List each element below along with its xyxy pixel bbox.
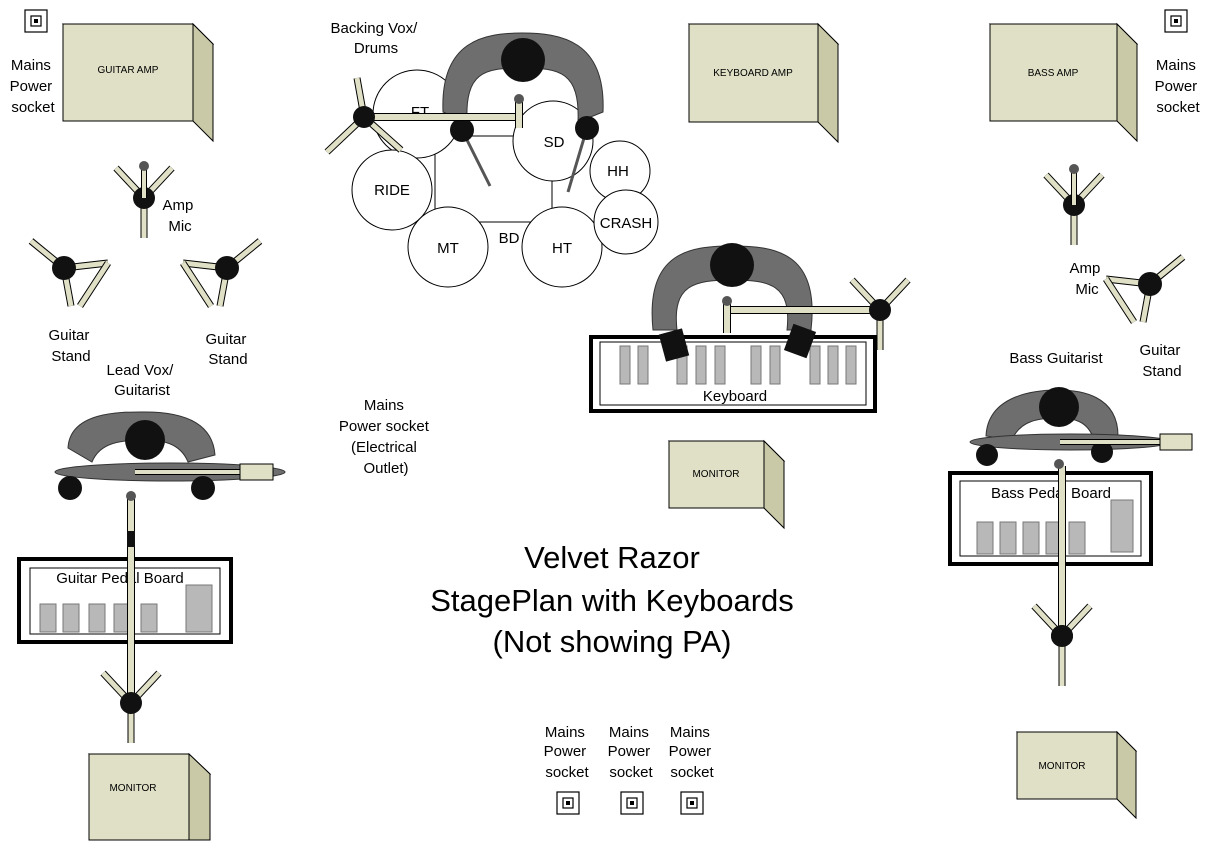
bass-amp: BASS AMP [988, 22, 1139, 143]
keyboard: Keyboard [589, 335, 877, 413]
guitar-stand-left [31, 241, 108, 306]
power-socket-top-right [1164, 9, 1188, 33]
svg-text:BD: BD [499, 230, 520, 247]
svg-text:GUITAR AMP: GUITAR AMP [98, 65, 159, 76]
svg-text:(Not showing PA): (Not showing PA) [493, 624, 732, 659]
bass-amp-mic-label: Amp Mic [1069, 260, 1104, 298]
power-socket-bottom-3 [680, 791, 704, 815]
backing-vox-label: Backing Vox/ Drums [331, 20, 422, 57]
svg-text:Velvet Razor: Velvet Razor [524, 540, 700, 575]
svg-text:CRASH: CRASH [600, 215, 653, 232]
svg-text:Mains Power socket: Mains Power socket [544, 724, 591, 781]
svg-text:Guitar Pedal Board: Guitar Pedal Board [56, 570, 184, 587]
bass-guitarist-figure [969, 387, 1193, 466]
svg-text:Mains Power socket: Mains Power socket [608, 724, 655, 781]
svg-text:MONITOR: MONITOR [1038, 761, 1085, 772]
guitar-amp-mic-stand [116, 161, 172, 238]
svg-text:Mains Power socket: Mains Power socket [669, 724, 716, 781]
bass-guitar-stand-label: Guitar Stand [1139, 342, 1184, 380]
socket-label-top-right: Mains Power socket [1155, 57, 1202, 116]
monitor-left: MONITOR [87, 752, 212, 841]
drummer-figure [442, 32, 604, 193]
svg-text:Keyboard: Keyboard [703, 388, 767, 405]
guitar-amp: GUITAR AMP [61, 22, 215, 143]
guitar-stand-right [183, 241, 260, 306]
svg-text:MT: MT [437, 240, 459, 257]
socket-label-center: Mains Power socket (Electrical Outlet) [339, 397, 433, 477]
svg-text:SD: SD [544, 134, 565, 151]
bass-vox-mic-stand [1034, 459, 1090, 686]
bass-pedal-board: Bass Pedal Board [948, 471, 1153, 566]
svg-text:MONITOR: MONITOR [109, 783, 156, 794]
keyboard-amp: KEYBOARD AMP [687, 22, 840, 144]
backing-vox-mic-stand [324, 77, 524, 155]
svg-text:KEYBOARD AMP: KEYBOARD AMP [713, 68, 793, 79]
svg-text:HH: HH [607, 163, 629, 180]
lead-vox-mic-stand [103, 491, 159, 743]
lead-guitarist-figure [54, 411, 286, 500]
monitor-center: MONITOR [667, 439, 786, 530]
lead-vox-label: Lead Vox/ Guitarist [107, 362, 178, 399]
bass-guitar-stand [1106, 257, 1183, 322]
guitar-stand-right-label: Guitar Stand [205, 331, 250, 368]
guitar-pedal-board: Guitar Pedal Board [17, 557, 233, 644]
keyboard-vox-mic-stand [722, 280, 908, 350]
drum-kit: FT RIDE MT BD HT SD HH CRASH [351, 69, 659, 288]
svg-text:RIDE: RIDE [374, 182, 410, 199]
power-socket-top-left [24, 9, 48, 33]
guitar-amp-mic-label: Amp Mic [162, 197, 197, 235]
svg-text:StagePlan with Keyboards: StagePlan with Keyboards [430, 583, 794, 618]
svg-text:Bass Pedal Board: Bass Pedal Board [991, 485, 1111, 502]
power-sockets-bottom: Mains Power socket Mains Power socket Ma… [544, 724, 716, 815]
svg-text:BASS AMP: BASS AMP [1028, 68, 1079, 79]
bass-guitarist-label: Bass Guitarist [1009, 350, 1103, 367]
socket-label-top-left: Mains Power socket [10, 57, 57, 116]
power-socket-bottom-2 [620, 791, 644, 815]
keyboardist-hands [658, 323, 817, 362]
guitar-stand-left-label: Guitar Stand [48, 327, 93, 365]
monitor-right: MONITOR [1015, 730, 1138, 820]
keyboardist-figure [651, 243, 813, 331]
svg-text:HT: HT [552, 240, 572, 257]
power-socket-bottom-1 [556, 791, 580, 815]
bass-amp-mic-stand [1046, 164, 1102, 245]
plan-title: Velvet Razor StagePlan with Keyboards (N… [430, 540, 794, 659]
svg-text:MONITOR: MONITOR [692, 469, 739, 480]
